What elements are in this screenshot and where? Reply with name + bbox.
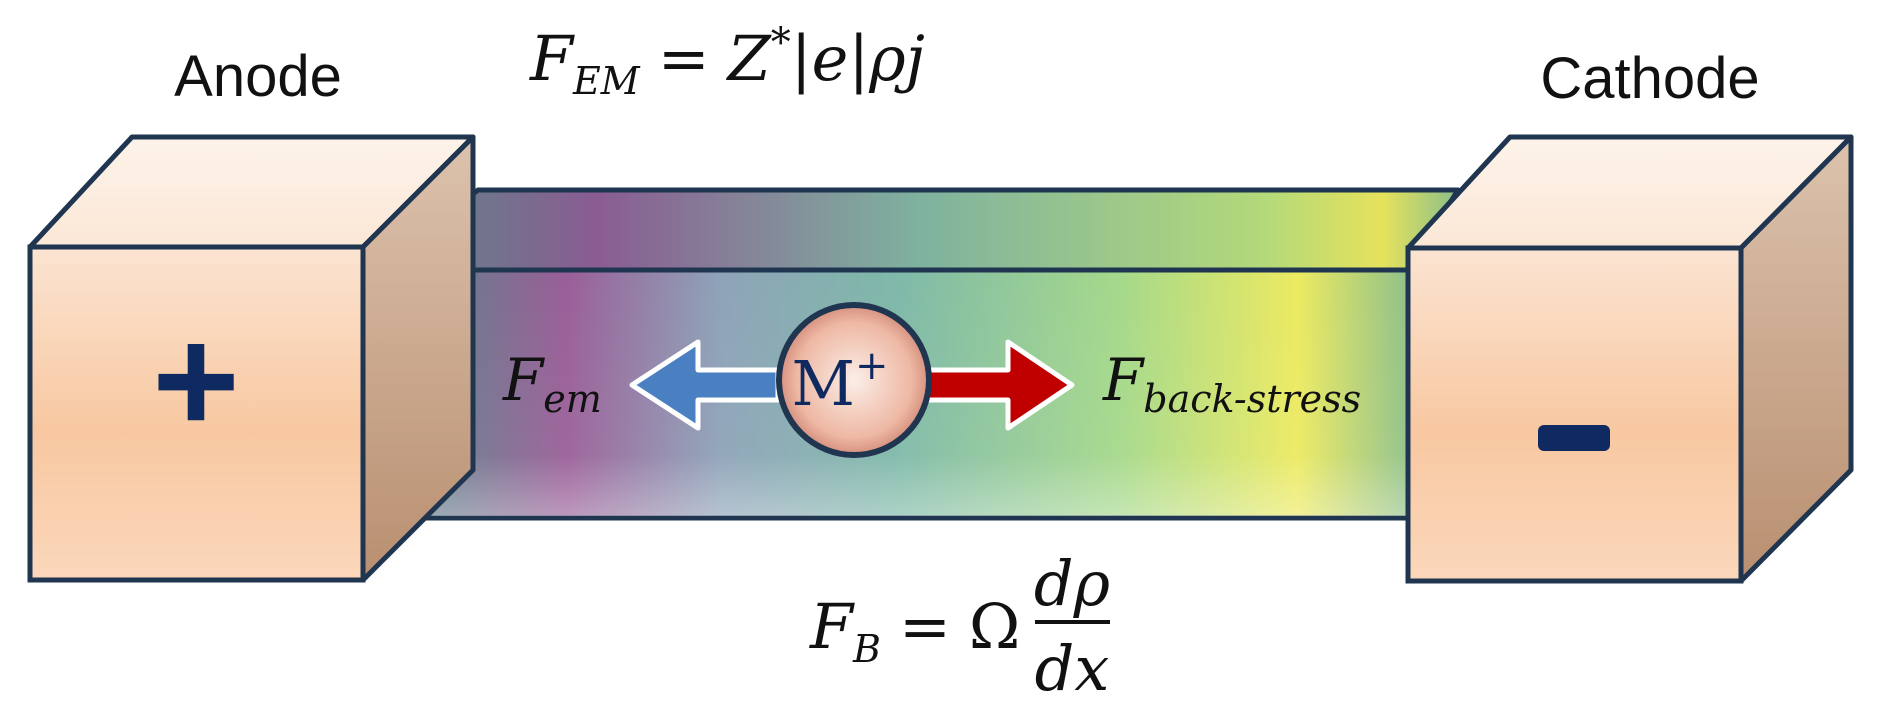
fraction-denominator: dx [1035, 632, 1110, 705]
anode-electrode: + [27, 134, 476, 583]
anode-front-face [27, 244, 366, 583]
anode-sign: + [152, 296, 240, 464]
equation-b: FB=Ω dρ dx [809, 547, 1110, 705]
left-arrow-shape [629, 339, 781, 431]
electron-wind-force-arrow: Fem [502, 339, 781, 431]
cathode-sign [1538, 425, 1610, 451]
svg-text:FB=Ω: FB=Ω [809, 590, 1020, 671]
anode-label: Anode [174, 44, 342, 109]
fback-label: Fback-stress [1102, 346, 1361, 421]
ion-label: M+ [792, 343, 889, 420]
wire-top-face [378, 187, 1461, 273]
cathode-electrode [1405, 134, 1854, 584]
fraction-numerator: dρ [1034, 547, 1110, 620]
cathode-label: Cathode [1540, 46, 1759, 111]
fem-label: Fem [502, 346, 602, 421]
equation-em: FEM=Z*|e|ρj [529, 20, 925, 103]
back-stress-force-arrow: Fback-stress [922, 339, 1361, 431]
metal-ion: M+ [776, 302, 932, 458]
cathode-front-face [1405, 245, 1744, 584]
right-arrow-shape [922, 339, 1075, 431]
ion-circle [776, 302, 932, 458]
